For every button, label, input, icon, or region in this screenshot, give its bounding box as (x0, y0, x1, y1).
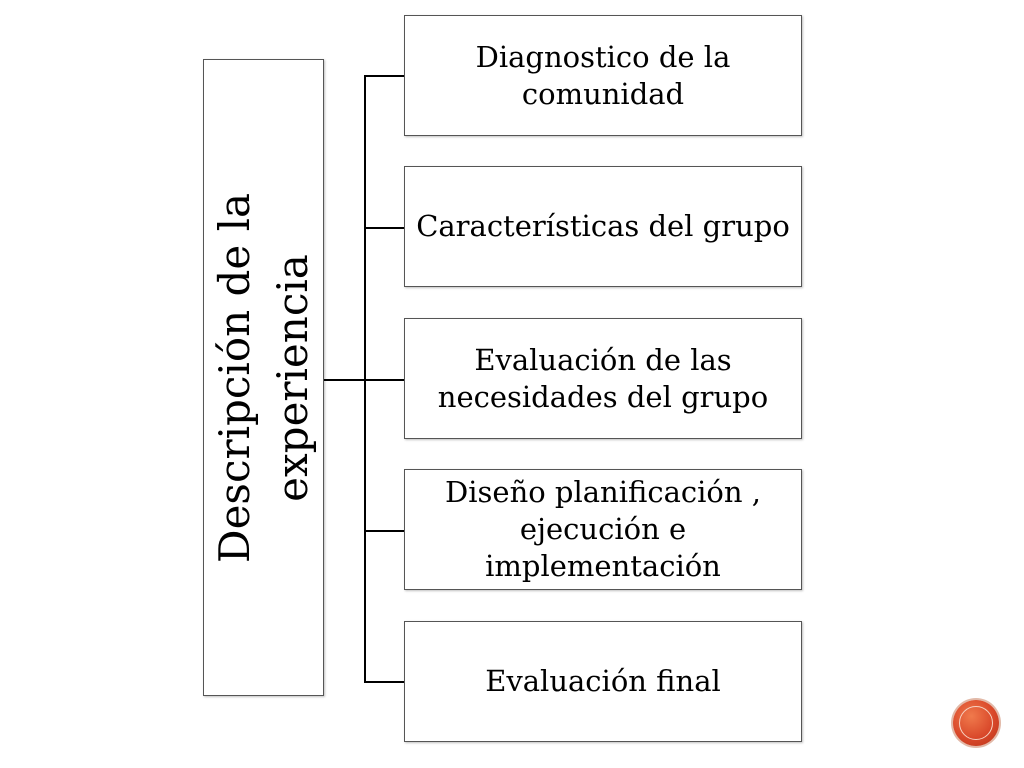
child-node-diseno: Diseño planificación , ejecución e imple… (404, 469, 802, 590)
child-node-diagnostico: Diagnostico de la comunidad (404, 15, 802, 136)
connector-trunk (364, 75, 366, 682)
child-node-evaluacion-final: Evaluación final (404, 621, 802, 742)
child-node-label: Evaluación final (485, 664, 721, 698)
child-node-label: Características del grupo (416, 209, 790, 243)
child-node-caracteristicas: Características del grupo (404, 166, 802, 287)
child-node-label: Diagnostico de la comunidad (475, 39, 731, 111)
connector-branch-5 (364, 681, 404, 683)
emblem-ring (959, 706, 993, 740)
connector-branch-1 (364, 75, 404, 77)
child-node-label: Evaluación de las necesidades del grupo (437, 342, 769, 414)
child-node-evaluacion-necesidades: Evaluación de las necesidades del grupo (404, 318, 802, 439)
child-node-label: Diseño planificación , ejecución e imple… (445, 475, 761, 583)
root-node: Descripción de la experiencia (203, 59, 324, 696)
connector-root-to-trunk (324, 379, 365, 381)
connector-branch-4 (364, 530, 404, 532)
connector-branch-3 (364, 379, 404, 381)
circle-emblem-icon (953, 700, 999, 746)
connector-branch-2 (364, 227, 404, 229)
root-node-label: Descripción de la experiencia (209, 192, 317, 563)
